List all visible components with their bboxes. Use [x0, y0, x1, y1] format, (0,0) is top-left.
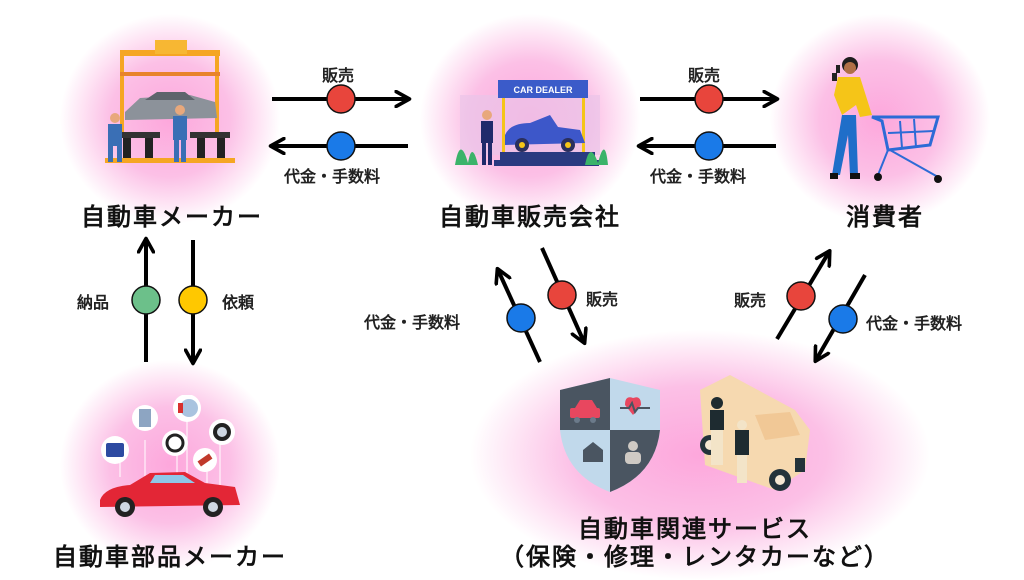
flow-label-dealer-to-maker: 代金・手数料	[284, 167, 381, 186]
flow-dot-parts-to-maker	[131, 285, 161, 315]
flow-dot-services-to-dealer	[506, 303, 536, 333]
flow-label-maker-to-dealer: 販売	[322, 66, 355, 85]
services-glow	[470, 330, 930, 580]
flow-dot-dealer-to-services	[547, 280, 577, 310]
flow-label-consumer-to-dealer: 代金・手数料	[650, 167, 747, 186]
car-assembly-line-illustration	[105, 40, 235, 163]
services-title-line1: 自動車関連サービス	[578, 515, 812, 543]
shopper-with-cart-illustration	[830, 57, 942, 183]
flow-label-services-to-dealer: 代金・手数料	[364, 313, 461, 332]
insurance-shield-and-rental-car-illustration	[560, 375, 810, 492]
car-parts-illustration	[100, 395, 240, 517]
flow-label-consumer-to-services: 代金・手数料	[866, 314, 963, 333]
car-dealer-illustration: CAR DEALER	[455, 80, 608, 166]
consumer-title: 消費者	[846, 203, 924, 231]
flow-dot-consumer-to-services	[828, 304, 858, 334]
flow-label-parts-to-maker: 納品	[77, 293, 110, 312]
maker-title: 自動車メーカー	[81, 203, 263, 231]
flow-dot-dealer-to-consumer	[694, 84, 724, 114]
flow-label-services-to-consumer: 販売	[734, 291, 767, 310]
parts-glow	[60, 360, 280, 570]
flow-label-dealer-to-services: 販売	[586, 290, 619, 309]
flow-label-maker-to-parts: 依頼	[222, 293, 255, 312]
flow-dot-consumer-to-dealer	[694, 131, 724, 161]
flow-dot-maker-to-parts	[178, 285, 208, 315]
parts-maker-title: 自動車部品メーカー	[53, 543, 287, 571]
flow-dot-services-to-consumer	[786, 281, 816, 311]
flow-label-dealer-to-consumer: 販売	[688, 66, 721, 85]
services-title-line2: （保険・修理・レンタカーなど）	[500, 543, 890, 571]
car-dealer-sign: CAR DEALER	[513, 85, 573, 95]
dealer-title: 自動車販売会社	[439, 203, 621, 231]
flow-dot-maker-to-dealer	[326, 84, 356, 114]
flow-dot-dealer-to-maker	[326, 131, 356, 161]
